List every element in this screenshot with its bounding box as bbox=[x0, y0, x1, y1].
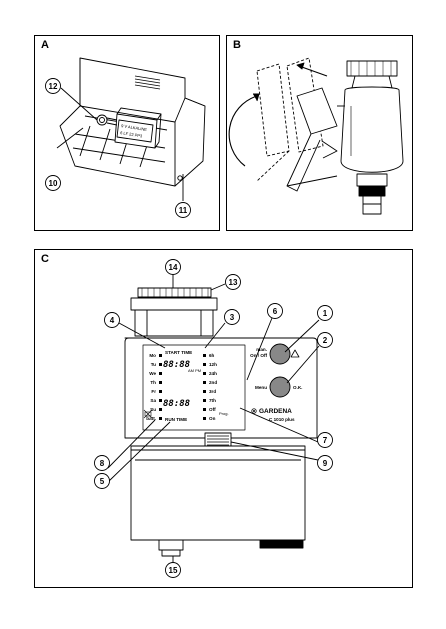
display-top-digits: 88:88 bbox=[163, 360, 190, 370]
svg-text:1: 1 bbox=[323, 309, 328, 318]
callout-8: 8 bbox=[94, 455, 110, 471]
panel-a-label: A bbox=[41, 39, 49, 51]
battery-warning-icon bbox=[143, 409, 153, 419]
callout-14: 14 bbox=[165, 259, 181, 275]
svg-text:12h: 12h bbox=[209, 362, 217, 367]
panel-b-illustration bbox=[228, 57, 404, 215]
callout-6: 6 bbox=[267, 303, 283, 319]
gardena-logo-icon bbox=[251, 408, 257, 414]
prog-label: Prog. bbox=[219, 411, 229, 416]
panel-b: B bbox=[226, 35, 413, 231]
svg-text:13: 13 bbox=[229, 278, 238, 287]
svg-text:14: 14 bbox=[169, 263, 178, 272]
svg-text:2: 2 bbox=[323, 336, 328, 345]
interval-labels: 6h 12h 24h 2nd 3rd 7th Off On bbox=[209, 353, 217, 421]
callout-7: 7 bbox=[317, 432, 333, 448]
panel-b-label: B bbox=[233, 39, 241, 51]
panel-c-illustration: Mo Tu We Th Fr Sa Su batt. 6h 12h 24h 2n… bbox=[94, 259, 333, 578]
svg-text:7: 7 bbox=[323, 436, 328, 445]
svg-text:9: 9 bbox=[323, 459, 328, 468]
run-time-label: RUN TIME bbox=[165, 417, 187, 422]
callout-13: 13 bbox=[225, 274, 241, 290]
svg-text:3: 3 bbox=[230, 313, 235, 322]
day-labels: Mo Tu We Th Fr Sa Su batt. bbox=[146, 353, 156, 421]
svg-text:Fr: Fr bbox=[151, 389, 156, 394]
battery-plate-line-2: 6 LF 22 PP3 bbox=[120, 130, 144, 139]
ok-label: O.K. bbox=[293, 385, 302, 390]
callout-2: 2 bbox=[317, 332, 333, 348]
svg-text:12: 12 bbox=[49, 82, 58, 91]
svg-text:7th: 7th bbox=[209, 398, 216, 403]
svg-text:6: 6 bbox=[273, 307, 278, 316]
svg-text:6h: 6h bbox=[209, 353, 215, 358]
display-bottom-digits: 88:88 bbox=[163, 399, 190, 409]
callout-5: 5 bbox=[94, 473, 110, 489]
svg-text:Tu: Tu bbox=[151, 362, 156, 367]
svg-text:24h: 24h bbox=[209, 371, 217, 376]
callout-1: 1 bbox=[317, 305, 333, 321]
callout-3: 3 bbox=[224, 309, 240, 325]
svg-text:batt.: batt. bbox=[146, 416, 156, 421]
panel-a-illustration: 9 V ALKALINE 6 LF 22 PP3 12 10 11 bbox=[45, 57, 206, 218]
svg-text:10: 10 bbox=[49, 179, 58, 188]
svg-text:2nd: 2nd bbox=[209, 380, 217, 385]
svg-text:Sa: Sa bbox=[150, 398, 156, 403]
svg-text:15: 15 bbox=[169, 566, 178, 575]
menu-label: Menu bbox=[255, 385, 267, 390]
svg-text:Su: Su bbox=[150, 407, 156, 412]
svg-text:4: 4 bbox=[110, 316, 115, 325]
callout-12: 12 bbox=[45, 78, 61, 94]
am-pm-label: AM PM bbox=[188, 368, 201, 373]
panel-a: A bbox=[34, 35, 220, 231]
panel-c: C bbox=[34, 249, 413, 588]
svg-text:5: 5 bbox=[100, 477, 105, 486]
start-time-label: START TIME bbox=[165, 350, 192, 355]
callout-10: 10 bbox=[45, 175, 61, 191]
svg-text:Mo: Mo bbox=[149, 353, 156, 358]
svg-text:8: 8 bbox=[100, 459, 105, 468]
callout-15: 15 bbox=[165, 562, 181, 578]
svg-text:3rd: 3rd bbox=[209, 389, 216, 394]
svg-text:Th: Th bbox=[150, 380, 156, 385]
svg-text:On: On bbox=[209, 416, 216, 421]
man-label: man. bbox=[256, 347, 267, 352]
on-off-label: On / Off bbox=[250, 353, 267, 358]
model-name: C 1010 plus bbox=[269, 417, 295, 422]
callout-4: 4 bbox=[104, 312, 120, 328]
callout-11: 11 bbox=[175, 202, 191, 218]
panel-c-label: C bbox=[41, 253, 49, 265]
svg-text:Off: Off bbox=[209, 407, 216, 412]
svg-text:We: We bbox=[149, 371, 156, 376]
brand-name: GARDENA bbox=[259, 408, 292, 415]
svg-text:11: 11 bbox=[179, 206, 188, 215]
callout-9: 9 bbox=[317, 455, 333, 471]
battery-plate-line-1: 9 V ALKALINE bbox=[121, 123, 148, 132]
